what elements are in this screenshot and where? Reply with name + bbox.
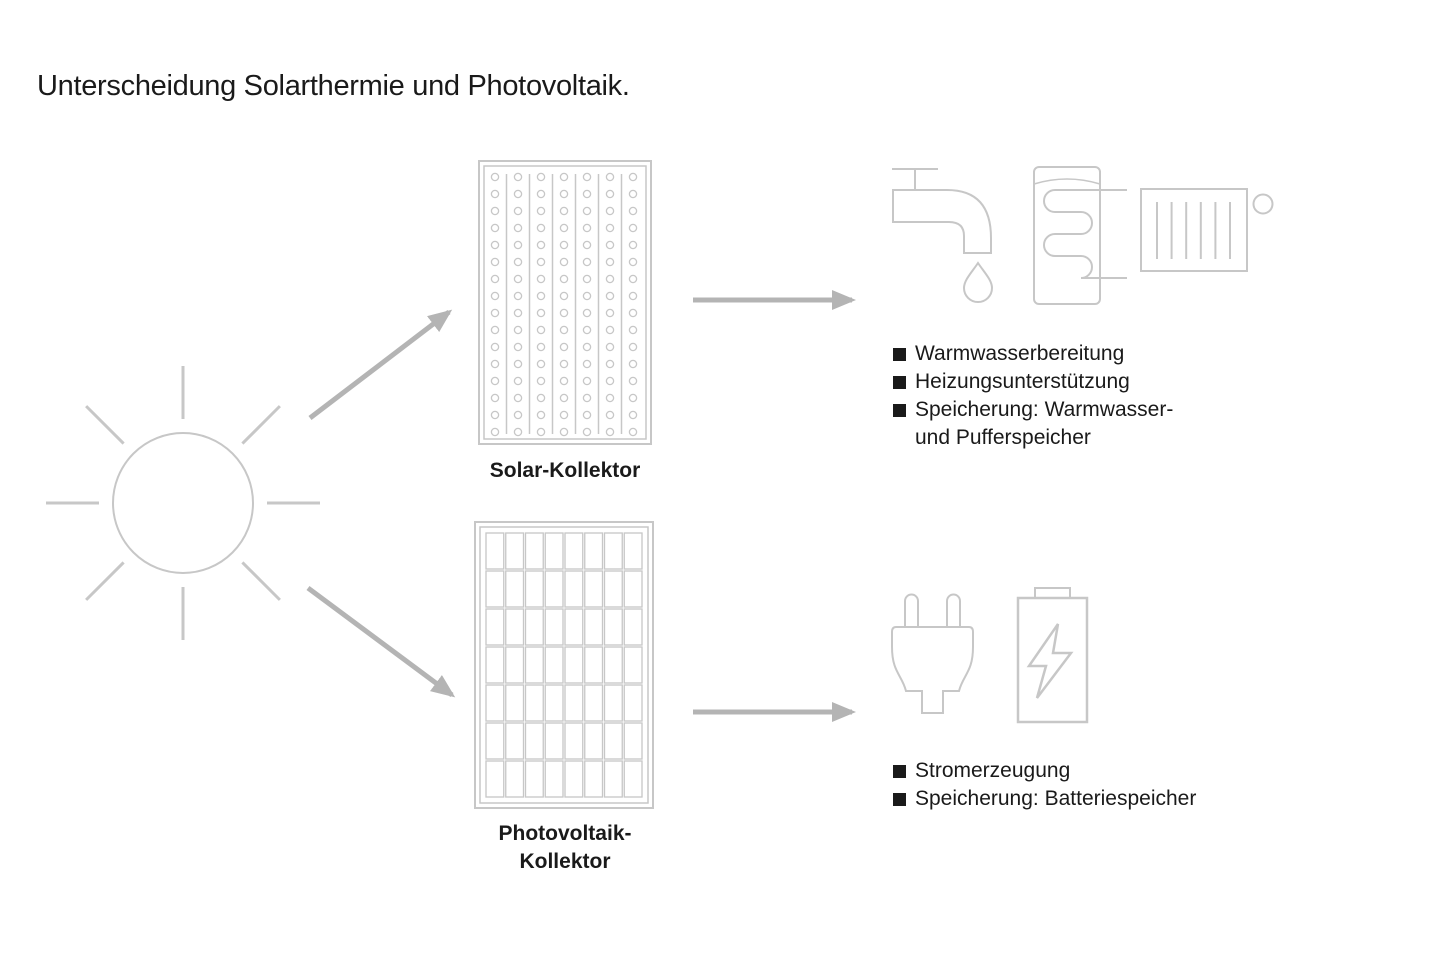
solarthermie-icons-group: [892, 166, 1274, 305]
bullet-square-icon: [893, 348, 906, 361]
bullet-item: Warmwasserbereitung: [893, 340, 1253, 368]
solar-collector-icon: [478, 160, 652, 445]
bullet-item: Speicherung: Warmwasser- und Pufferspeic…: [893, 396, 1253, 452]
arrow-sun-to-solar-icon: [308, 309, 453, 420]
arrow-sun-to-photovoltaik-icon: [306, 585, 456, 698]
faucet-icon: [892, 168, 994, 303]
photovoltaik-collector-label: Photovoltaik- Kollektor: [498, 822, 632, 873]
bullet-square-icon: [893, 376, 906, 389]
sun-icon: [46, 366, 320, 640]
bullet-item: Stromerzeugung: [893, 757, 1293, 785]
bullet-item: Heizungsunterstützung: [893, 368, 1253, 396]
water-drop-icon: [962, 261, 994, 303]
hot-water-tank-icon: [1033, 166, 1127, 305]
battery-icon: [1016, 587, 1089, 724]
power-plug-icon: [891, 593, 974, 714]
radiator-valve-icon: [1252, 193, 1274, 215]
bullet-square-icon: [893, 404, 906, 417]
lightning-bolt-icon: [1026, 623, 1074, 699]
photovoltaik-icons-group: [891, 587, 1089, 724]
photovoltaik-collector-icon: [474, 521, 654, 809]
photovoltaik-bullet-list: Stromerzeugung Speicherung: Batteriespei…: [893, 757, 1293, 813]
page-title: Unterscheidung Solarthermie und Photovol…: [37, 70, 630, 102]
solarthermie-bullet-list: Warmwasserbereitung Heizungsunterstützun…: [893, 340, 1253, 452]
heating-coil-icon: [1043, 189, 1127, 279]
radiator-icon: [1140, 188, 1274, 272]
bullet-square-icon: [893, 793, 906, 806]
solar-collector-label: Solar-Kollektor: [489, 459, 641, 482]
bullet-item: Speicherung: Batteriespeicher: [893, 785, 1293, 813]
bullet-square-icon: [893, 765, 906, 778]
